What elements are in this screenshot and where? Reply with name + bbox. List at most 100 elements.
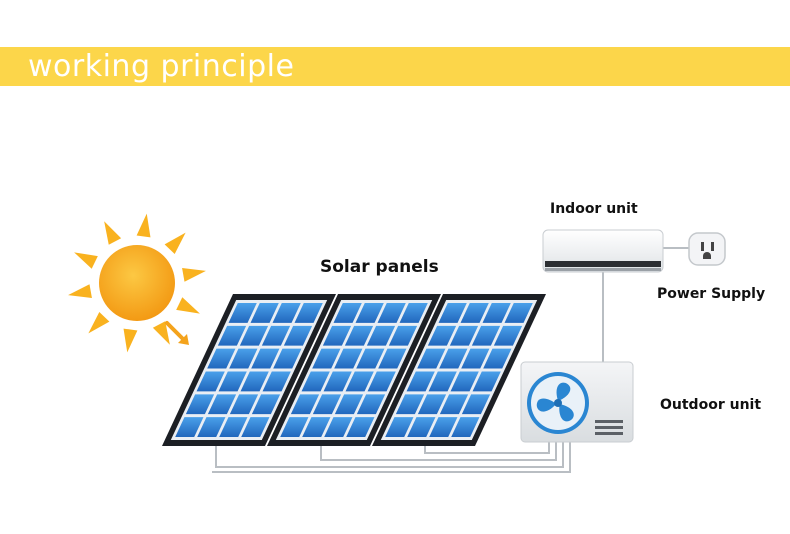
solar-cell bbox=[218, 371, 247, 392]
solar-cell bbox=[346, 417, 375, 437]
solar-cell bbox=[196, 371, 225, 392]
sunlight-arrow-icon bbox=[165, 321, 189, 345]
solar-cell bbox=[324, 417, 353, 437]
solar-cell bbox=[439, 394, 469, 415]
solar-cell bbox=[273, 348, 302, 369]
solar-cell bbox=[399, 303, 428, 323]
solar-cell bbox=[367, 371, 396, 392]
solar-cell bbox=[229, 394, 259, 415]
solar-cell bbox=[407, 417, 436, 437]
solar-cell bbox=[378, 348, 407, 369]
sun-ray bbox=[123, 328, 138, 353]
power-outlet-icon bbox=[688, 232, 726, 266]
solar-cell bbox=[312, 348, 341, 369]
sun-ray bbox=[136, 213, 151, 238]
sun-ray bbox=[182, 267, 206, 282]
solar-cell bbox=[451, 417, 480, 437]
solar-panel-icon bbox=[372, 294, 546, 446]
solar-cell bbox=[334, 394, 364, 415]
wiring bbox=[212, 247, 689, 473]
solar-panel-icon bbox=[162, 294, 336, 446]
solar-cell bbox=[417, 394, 447, 415]
solar-cell bbox=[356, 394, 386, 415]
solar-cell bbox=[344, 325, 374, 346]
solar-cell bbox=[294, 303, 323, 323]
solar-cell bbox=[280, 417, 309, 437]
solar-cell bbox=[240, 371, 269, 392]
solar-cell bbox=[333, 303, 362, 323]
solar-cell bbox=[241, 417, 270, 437]
solar-cell bbox=[272, 303, 301, 323]
solar-cell bbox=[438, 303, 467, 323]
solar-cell bbox=[261, 325, 291, 346]
solar-cell bbox=[355, 303, 384, 323]
solar-cell bbox=[322, 325, 352, 346]
page-title: working principle bbox=[28, 49, 295, 84]
solar-cell bbox=[461, 348, 490, 369]
solar-cell bbox=[504, 303, 533, 323]
solar-cell bbox=[385, 417, 414, 437]
indoor-unit-icon bbox=[542, 229, 664, 273]
sun-ray bbox=[176, 297, 200, 314]
solar-cell bbox=[283, 325, 313, 346]
solar-cell bbox=[471, 325, 501, 346]
solar-cell bbox=[334, 348, 363, 369]
solar-cell bbox=[251, 348, 280, 369]
solar-cell bbox=[239, 325, 269, 346]
solar-cell bbox=[428, 371, 457, 392]
sun-icon bbox=[68, 213, 206, 353]
solar-cell bbox=[217, 325, 247, 346]
solar-cell bbox=[251, 394, 281, 415]
indoor-unit-label: Indoor unit bbox=[550, 201, 638, 217]
outdoor-unit-label: Outdoor unit bbox=[660, 397, 762, 413]
solar-cell bbox=[366, 325, 396, 346]
solar-cell bbox=[207, 348, 236, 369]
sun-ray bbox=[88, 311, 110, 334]
solar-cell bbox=[388, 325, 418, 346]
solar-cell bbox=[302, 417, 331, 437]
solar-cell bbox=[323, 371, 352, 392]
sun-ray bbox=[104, 221, 122, 245]
sun-ray bbox=[164, 232, 186, 255]
solar-panels bbox=[162, 294, 546, 446]
header-banner: working principle bbox=[0, 47, 790, 86]
sun-ray bbox=[74, 252, 98, 269]
solar-cell bbox=[461, 394, 491, 415]
solar-cell bbox=[228, 303, 257, 323]
solar-cell bbox=[207, 394, 237, 415]
solar-panel-icon bbox=[267, 294, 441, 446]
solar-cell bbox=[197, 417, 226, 437]
solar-cell bbox=[229, 348, 258, 369]
solar-cell bbox=[417, 348, 446, 369]
solar-cell bbox=[356, 348, 385, 369]
solar-cell bbox=[185, 394, 215, 415]
solar-cell bbox=[449, 325, 479, 346]
solar-panels-label: Solar panels bbox=[320, 257, 439, 277]
solar-cell bbox=[429, 417, 458, 437]
outdoor-unit-icon bbox=[520, 361, 634, 443]
solar-cell bbox=[460, 303, 489, 323]
solar-cell bbox=[250, 303, 279, 323]
solar-cell bbox=[439, 348, 468, 369]
solar-cell bbox=[312, 394, 342, 415]
sun-ray bbox=[68, 284, 92, 299]
sun-ray bbox=[152, 321, 170, 345]
solar-cell bbox=[377, 303, 406, 323]
solar-cell bbox=[395, 394, 425, 415]
power-supply-label: Power Supply bbox=[657, 286, 766, 302]
solar-cell bbox=[345, 371, 374, 392]
solar-cell bbox=[482, 303, 511, 323]
fan-icon bbox=[536, 382, 574, 422]
solar-cell bbox=[301, 371, 330, 392]
solar-cell bbox=[472, 371, 501, 392]
solar-cell bbox=[493, 325, 523, 346]
solar-cell bbox=[290, 394, 320, 415]
solar-cell bbox=[427, 325, 457, 346]
solar-cell bbox=[262, 371, 291, 392]
solar-cell bbox=[483, 348, 512, 369]
solar-cell bbox=[219, 417, 248, 437]
solar-cell bbox=[175, 417, 204, 437]
solar-cell bbox=[406, 371, 435, 392]
solar-cell bbox=[450, 371, 479, 392]
